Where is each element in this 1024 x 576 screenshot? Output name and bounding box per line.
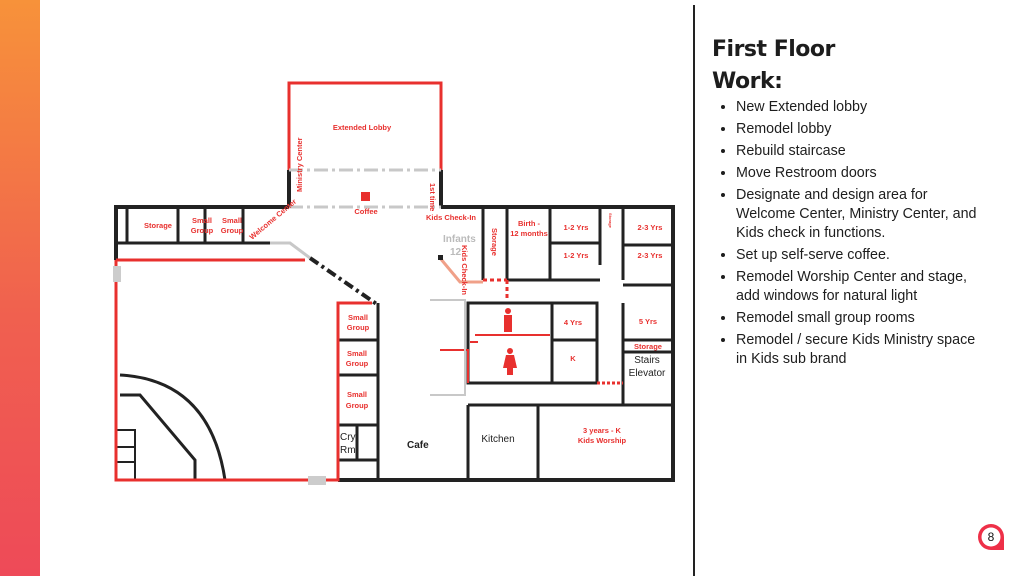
label-small-group: Small <box>222 216 242 225</box>
label-kids-check-in-side: Kids Check-In <box>460 245 469 295</box>
label-kitchen: Kitchen <box>481 434 514 445</box>
list-item: Remodel small group rooms <box>736 309 986 328</box>
page-number-badge: 8 <box>976 522 1010 556</box>
label-first-time: 1st time <box>428 183 437 211</box>
label-small-group: Group <box>221 226 244 235</box>
label-extended-lobby: Extended Lobby <box>333 123 392 132</box>
label-small-group: Small <box>192 216 212 225</box>
label-cry-room: Rm <box>340 445 356 456</box>
label-kids-worship: Kids Worship <box>578 436 627 445</box>
speech-bubble-icon <box>978 524 1004 550</box>
first-floor-plan: Extended Lobby Ministry Center Coffee 1s… <box>113 81 675 485</box>
vertical-divider <box>693 5 695 576</box>
label-4-yrs: 4 Yrs <box>564 318 582 327</box>
label-small-group: Group <box>346 401 369 410</box>
title-line-1: First Floor <box>712 37 835 62</box>
label-birth-12-months: 12 months <box>510 229 548 238</box>
label-storage-right: Storage <box>634 342 662 351</box>
label-coffee: Coffee <box>354 207 377 216</box>
label-small-storage: Storage <box>608 213 613 229</box>
label-small-group: Group <box>347 323 370 332</box>
list-item: Rebuild staircase <box>736 142 986 161</box>
label-2-3-yrs: 2-3 Yrs <box>638 251 663 260</box>
label-small-group: Small <box>348 313 368 322</box>
list-item: Remodel lobby <box>736 120 986 139</box>
label-cafe: Cafe <box>407 440 429 451</box>
label-small-group: Small <box>347 390 367 399</box>
label-small-group: Group <box>191 226 214 235</box>
label-1-2-yrs: 1-2 Yrs <box>564 251 589 260</box>
label-1-2-yrs: 1-2 Yrs <box>564 223 589 232</box>
label-kids-check-in: Kids Check-In <box>426 213 476 222</box>
list-item: New Extended lobby <box>736 98 986 117</box>
list-item: Designate and design area for Welcome Ce… <box>736 186 986 244</box>
restroom-icons <box>503 308 517 375</box>
label-storage-left: Storage <box>144 221 172 230</box>
label-ministry-center: Ministry Center <box>295 137 304 192</box>
label-k: K <box>570 354 576 363</box>
list-item: Remodel / secure Kids Ministry space in … <box>736 331 986 370</box>
label-2-3-yrs: 2-3 Yrs <box>638 223 663 232</box>
label-welcome-center: Welcome Center <box>248 197 299 242</box>
page-number: 8 <box>987 530 995 544</box>
label-5-yrs: 5 Yrs <box>639 317 657 326</box>
slide-title: First Floor Work: <box>712 34 835 98</box>
label-elevator: Elevator <box>629 368 666 379</box>
label-kids-worship: 3 years - K <box>583 426 622 435</box>
list-item: Move Restroom doors <box>736 164 986 183</box>
label-infants-number: 12 <box>450 247 462 258</box>
work-list: New Extended lobby Remodel lobby Rebuild… <box>718 98 986 372</box>
title-line-2: Work: <box>712 69 783 94</box>
list-item: Set up self-serve coffee. <box>736 246 986 265</box>
label-cry-room: Cry <box>340 432 356 443</box>
label-small-group: Group <box>346 359 369 368</box>
label-birth-12-months: Birth - <box>518 219 541 228</box>
label-stairs: Stairs <box>634 355 660 366</box>
list-item: Remodel Worship Center and stage, add wi… <box>736 268 986 307</box>
label-infants: Infants <box>443 234 476 245</box>
label-storage-kids: Storage <box>490 228 499 256</box>
label-small-group: Small <box>347 349 367 358</box>
decorative-gradient-strip <box>0 0 40 576</box>
